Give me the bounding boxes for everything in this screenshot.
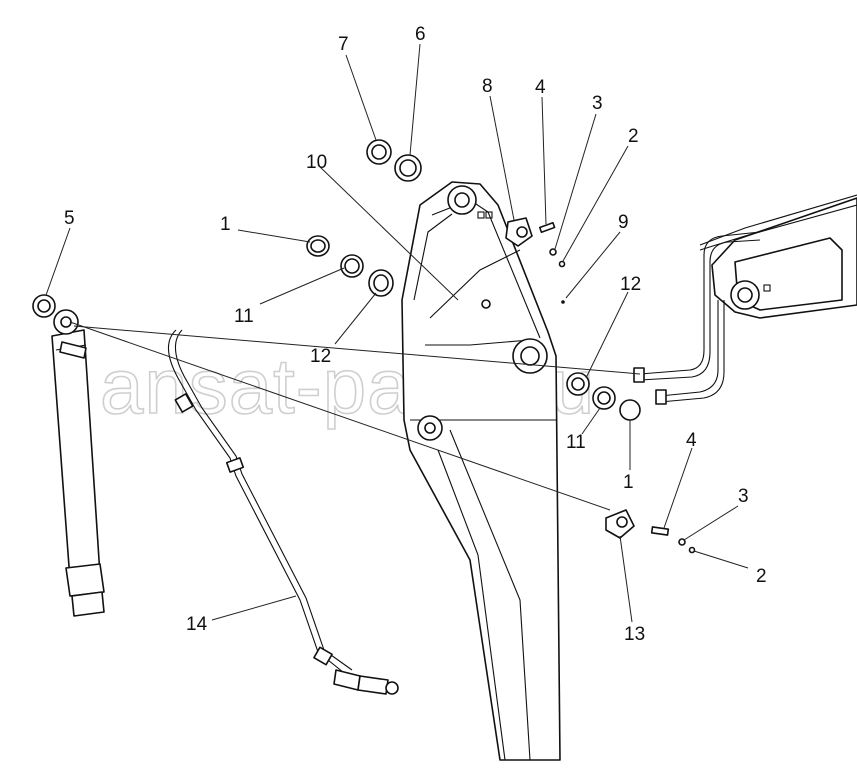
callout-3: 3 bbox=[592, 93, 603, 114]
callout-1-right: 1 bbox=[623, 472, 634, 493]
nut-2-upper bbox=[558, 260, 566, 268]
callout-7: 7 bbox=[338, 34, 349, 55]
callout-8: 8 bbox=[482, 76, 493, 97]
callout-6: 6 bbox=[415, 24, 426, 45]
washer-3-lower bbox=[678, 538, 686, 546]
hydraulic-hose-right bbox=[633, 231, 761, 405]
callout-11-right: 11 bbox=[566, 432, 586, 453]
callout-9: 9 bbox=[618, 212, 629, 233]
pin-13 bbox=[605, 509, 635, 539]
callout-3-lower: 3 bbox=[738, 486, 749, 507]
grease-fitting-9 bbox=[561, 300, 565, 304]
bolt-4-lower bbox=[650, 526, 670, 536]
callout-4: 4 bbox=[535, 77, 546, 98]
boom-arm bbox=[401, 181, 561, 761]
bushings-right bbox=[566, 372, 641, 421]
callout-13: 13 bbox=[624, 624, 645, 645]
callout-4-lower: 4 bbox=[686, 430, 697, 451]
callout-14: 14 bbox=[186, 614, 208, 635]
callout-labels: 7 6 8 4 3 2 10 9 5 1 11 12 12 11 1 4 3 2… bbox=[64, 24, 767, 645]
leader-lines bbox=[44, 43, 749, 623]
callout-12-right: 12 bbox=[620, 274, 641, 295]
callout-1: 1 bbox=[220, 214, 231, 235]
bolt-4-upper bbox=[538, 221, 556, 234]
callout-12: 12 bbox=[310, 346, 331, 367]
pin-8 bbox=[505, 217, 533, 247]
washer-3-upper bbox=[549, 248, 557, 256]
hydraulic-pipe bbox=[167, 329, 399, 695]
callout-2: 2 bbox=[628, 126, 639, 147]
nut-2-lower bbox=[688, 546, 696, 554]
callout-2-lower: 2 bbox=[756, 566, 767, 587]
washers-upper bbox=[366, 139, 422, 182]
callout-11: 11 bbox=[234, 306, 254, 327]
callout-10: 10 bbox=[306, 152, 327, 173]
upper-boom-section bbox=[699, 194, 857, 319]
callout-5: 5 bbox=[64, 208, 75, 229]
bushings-left bbox=[306, 235, 394, 297]
hydraulic-cylinder bbox=[51, 309, 105, 617]
